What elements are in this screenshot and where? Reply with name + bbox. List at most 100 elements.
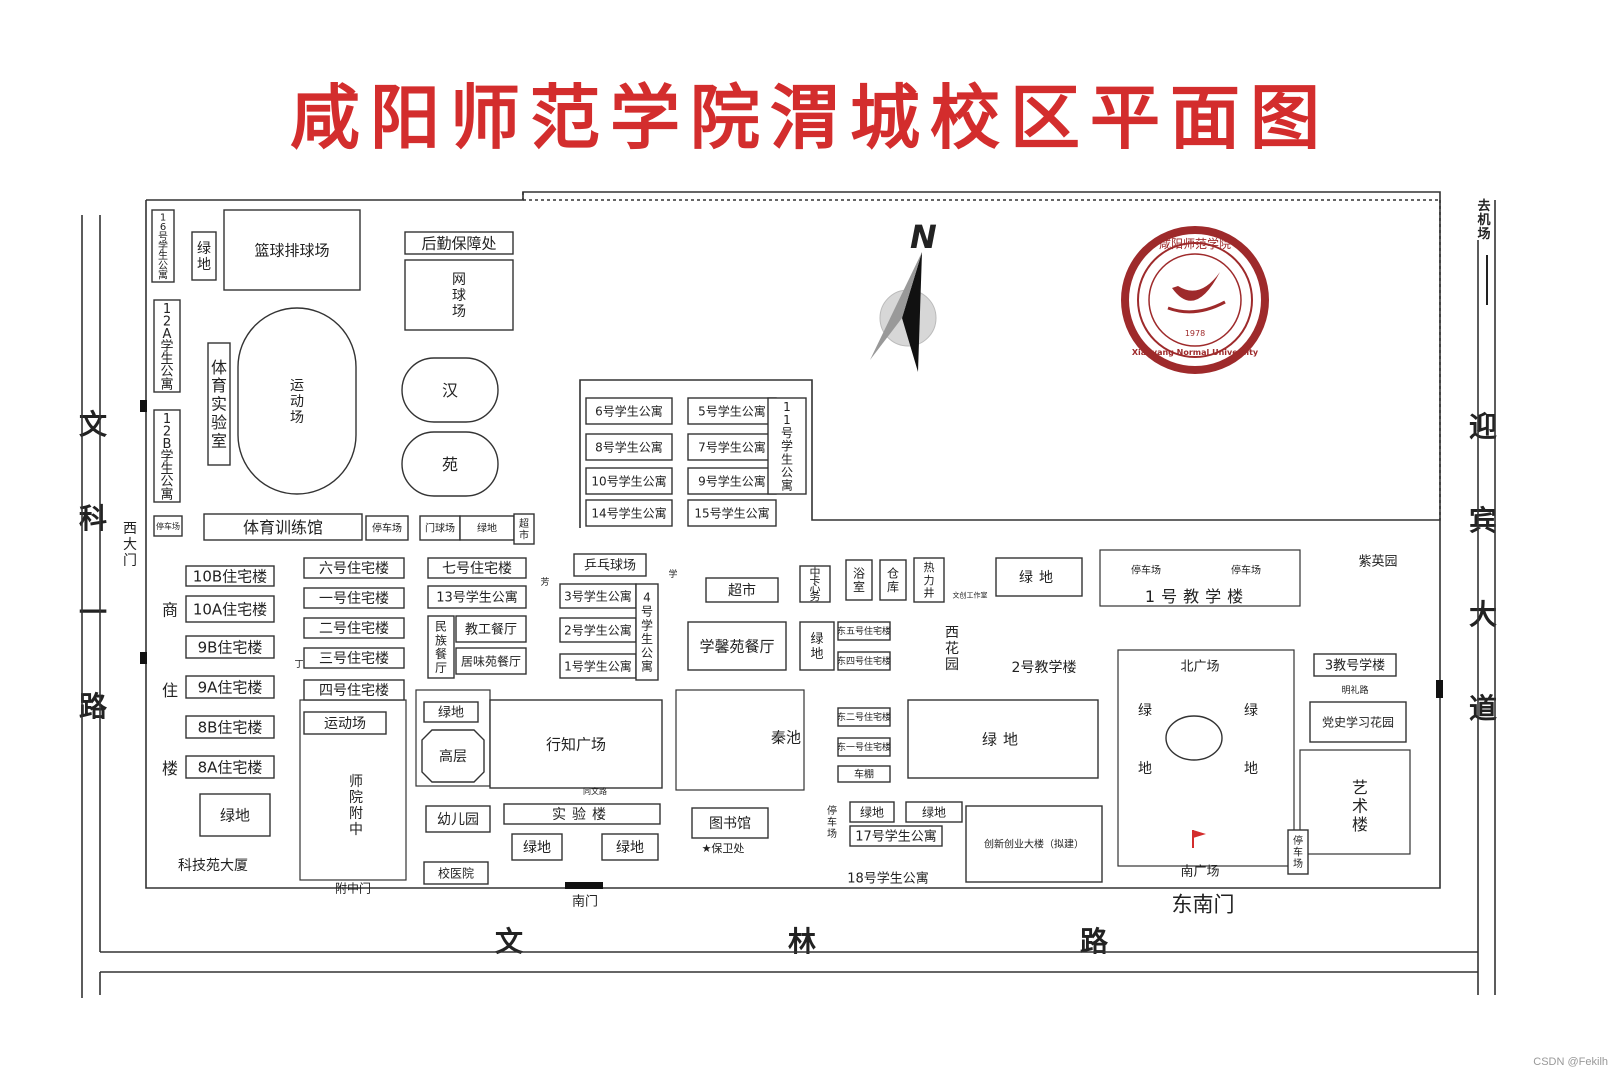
flag-icon: [1192, 830, 1206, 848]
building-label: 学: [668, 568, 677, 580]
road-east: 迎宾大道: [1468, 410, 1498, 786]
south-gate-marker: [565, 882, 603, 889]
emblem-english-name: Xianyang Normal University: [1132, 348, 1259, 357]
building-shape: [837, 621, 891, 641]
building-parking1: 停车场: [365, 515, 409, 541]
building-label: 学馨苑餐厅: [699, 637, 774, 655]
building-label: 生: [160, 352, 173, 367]
building-label: 场: [290, 410, 304, 426]
building-canteen-staff: 教工餐厅: [455, 615, 527, 643]
building-label: 车棚: [854, 768, 874, 781]
building-label: 1号教学楼: [1145, 587, 1249, 606]
building-label: 六号住宅楼: [319, 561, 389, 577]
building-label: 生: [158, 249, 168, 262]
building-label: 文创工作室: [953, 591, 988, 600]
building-h4: 四号住宅楼: [303, 679, 405, 701]
building-label: 5号学生公寓: [698, 403, 766, 418]
building-label: 球: [452, 288, 466, 304]
building-label: 术: [1352, 797, 1368, 816]
building-shape: [1287, 829, 1309, 875]
building-label: 寓: [781, 478, 793, 493]
building-label: 力: [924, 574, 935, 587]
building-mingli-road: 明礼路: [1341, 684, 1368, 696]
building-shape: [837, 765, 891, 783]
building-parking2: 停车场: [1131, 564, 1161, 577]
building-shape: [401, 357, 499, 423]
building-di-sw: 地: [1138, 761, 1152, 777]
building-lab: 实验楼: [503, 803, 661, 825]
building-shape: [427, 585, 527, 609]
building-basketball: 篮球排球场: [223, 209, 361, 291]
building-shape: [303, 647, 405, 669]
building-shape: [585, 467, 673, 495]
building-shape: [459, 515, 515, 541]
building-shape: [423, 701, 479, 723]
building-label: 公: [781, 465, 793, 479]
building-bath: 浴室: [845, 559, 873, 601]
building-label: 绿地: [860, 804, 884, 819]
building-shape: [849, 825, 943, 847]
building-label: 中: [349, 822, 363, 838]
building-h7: 七号住宅楼: [427, 557, 527, 579]
building-label: 南广场: [1180, 864, 1219, 880]
building-shape: [223, 209, 361, 291]
building-label: 地: [1138, 761, 1152, 777]
building-south-square: 南广场: [1180, 864, 1219, 880]
building-shape: [585, 433, 673, 461]
building-label: 学: [781, 438, 793, 453]
building-label: B: [163, 437, 172, 452]
building-label: 1号学生公寓: [564, 658, 632, 673]
building-shape: [365, 515, 409, 541]
building-label: 中: [810, 566, 821, 579]
building-shape: [185, 635, 275, 659]
road-char: 道: [1468, 692, 1497, 725]
building-culture-station: 文创工作室: [953, 591, 988, 600]
building-h6: 六号住宅楼: [303, 557, 405, 579]
building-label: 1: [783, 400, 791, 414]
building-yuan: 苑: [401, 431, 499, 497]
building-shape: [635, 583, 659, 681]
road-west: 文科一路: [78, 408, 108, 784]
qinchi-pond-frame: [675, 689, 805, 791]
building-label: 花: [945, 641, 959, 657]
building-label: 寓: [160, 486, 173, 502]
building-label: 明礼路: [1341, 684, 1368, 696]
building-r8b: 8B住宅楼: [185, 715, 275, 739]
building-label: 3教号学楼: [1325, 658, 1385, 674]
building-label: 一号住宅楼: [319, 591, 389, 607]
building-e1: 东一号住宅楼: [837, 737, 891, 757]
building-label: 停车场: [1131, 564, 1161, 577]
building-label: 1: [783, 413, 791, 427]
building-green-b: 绿地: [799, 621, 835, 671]
building-southeast-gate: 东南门: [1172, 893, 1235, 917]
building-d7: 7号学生公寓: [687, 433, 777, 461]
building-label: 厅: [435, 661, 447, 675]
building-label: 8B住宅楼: [198, 718, 263, 736]
building-label: 篮球排球场: [254, 241, 329, 259]
building-d18: 18号学生公寓: [847, 871, 929, 887]
building-r8a: 8A住宅楼: [185, 755, 275, 779]
building-logistics: 后勤保障处: [404, 231, 514, 255]
road-char: 宾: [1468, 504, 1497, 537]
building-h2: 二号住宅楼: [303, 617, 405, 639]
building-shape: [799, 621, 835, 671]
building-label: ★保卫处: [702, 841, 745, 855]
building-shape: [995, 557, 1083, 597]
building-green-h: 绿地: [905, 801, 963, 823]
building-r10a: 10A住宅楼: [185, 595, 275, 623]
building-label: 大: [123, 537, 137, 553]
building-shape: [907, 699, 1099, 779]
building-teach3: 3教号学楼: [1313, 653, 1397, 677]
building-shape: [237, 307, 357, 495]
building-shape: [191, 231, 217, 281]
compass-icon: [870, 252, 937, 372]
building-label: 号: [641, 605, 653, 619]
building-label: 门球场: [425, 522, 455, 535]
building-label: 15号学生公寓: [694, 505, 769, 520]
building-label: 学: [160, 339, 173, 355]
building-shape: [799, 565, 831, 603]
building-shape: [401, 431, 499, 497]
